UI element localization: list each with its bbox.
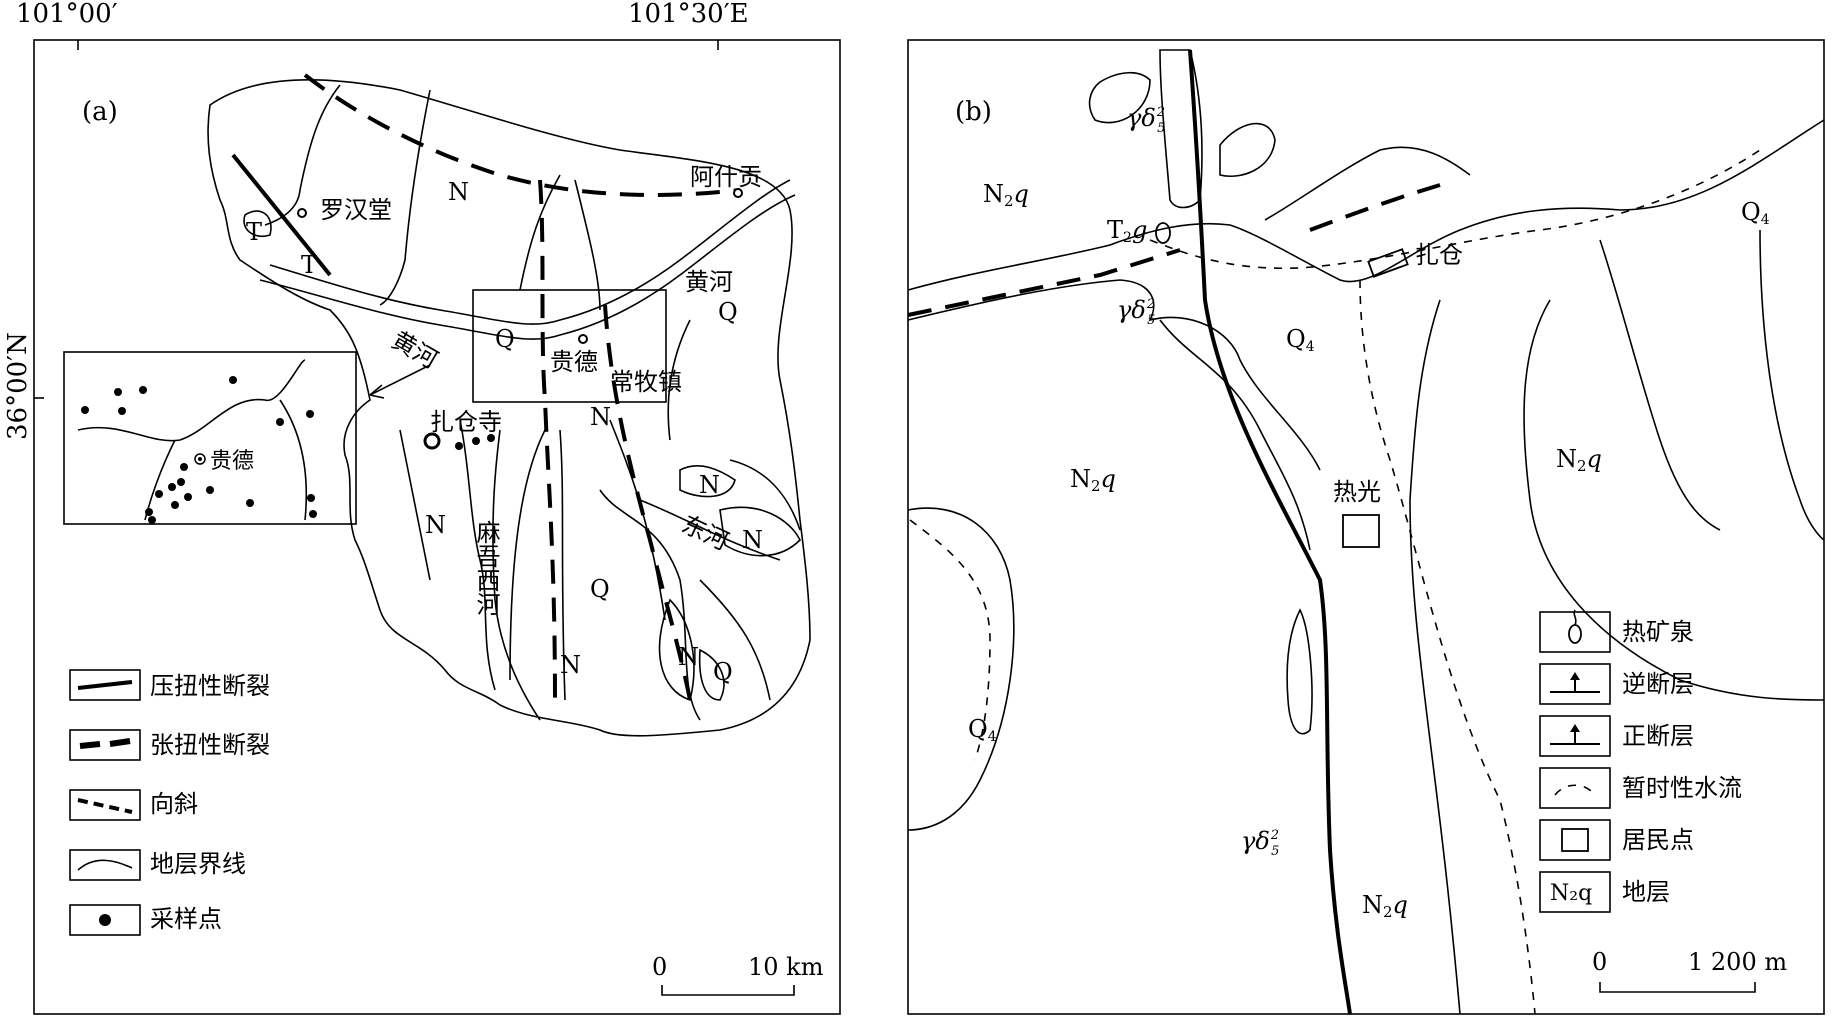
inset-map — [63, 351, 357, 525]
unit-n-5: N — [742, 526, 763, 554]
panel-a-label: (a) — [82, 97, 118, 127]
reverse-fault-east — [1309, 183, 1441, 232]
temp-stream-2 — [1359, 279, 1536, 1015]
temp-stream-1 — [1149, 149, 1761, 270]
hot-spring-marker — [1155, 222, 1171, 244]
panel-b-legend: 热矿泉 逆断层 正断层 暂时性水流 居民点 N₂q 地层 — [1539, 609, 1742, 913]
region-outline — [207, 78, 811, 737]
legend-b-hot-spring: 热矿泉 — [1622, 618, 1694, 646]
place-ashigong: 阿什贡 — [690, 163, 762, 191]
legend-b-reverse-fault: 逆断层 — [1622, 670, 1694, 698]
lon-label-left: 101°00′ — [16, 0, 118, 29]
unit-n-4: N — [699, 471, 720, 499]
unit-q-1: Q — [495, 325, 515, 353]
syncline-2 — [538, 179, 557, 701]
panel-b-frame — [907, 39, 1825, 1015]
settlement-reguang — [1342, 514, 1380, 548]
unit-n-2: N — [590, 403, 611, 431]
panel-a-scale: 0 10 km — [652, 953, 824, 996]
place-maxuxihe: 麻吾西河 — [472, 520, 500, 616]
svg-text:Q4: Q4 — [1741, 198, 1770, 228]
svg-text:Q4: Q4 — [968, 715, 997, 745]
unit-q-3: Q — [590, 575, 610, 603]
svg-text:1 200 m: 1 200 m — [1688, 948, 1787, 976]
place-huanghe-west: 黄河 — [387, 326, 443, 374]
settlement-zhacang — [1367, 248, 1409, 278]
place-guide: 贵德 — [550, 348, 598, 376]
study-area-box — [472, 289, 667, 403]
syncline-3 — [603, 304, 692, 701]
place-luohantang: 罗汉堂 — [320, 196, 392, 224]
panel-a-frame — [33, 39, 841, 1015]
svg-text:N2q: N2q — [1556, 445, 1602, 475]
unit-q-2: Q — [718, 298, 738, 326]
place-donghe: 东河 — [677, 510, 732, 556]
place-zhacang: 扎仓 — [1415, 241, 1463, 269]
unit-q-4: Q — [713, 658, 733, 686]
compressive-fault-1 — [231, 153, 332, 277]
unit-t-1: T — [246, 218, 262, 246]
unit-n-3: N — [425, 511, 446, 539]
syncline-1 — [303, 73, 741, 197]
ashigong-marker — [733, 188, 743, 198]
legend-b-temp-stream: 暂时性水流 — [1622, 774, 1742, 802]
panel-b-scale: 0 1 200 m — [1592, 948, 1787, 993]
legend-a-syncline: 向斜 — [150, 790, 198, 818]
legend-a-tensile: 张扭性断裂 — [150, 731, 270, 759]
zhacangsi-marker — [423, 432, 441, 450]
svg-text:0: 0 — [1592, 948, 1607, 976]
inset-sample-points — [81, 376, 317, 524]
svg-text:Q4: Q4 — [1286, 325, 1315, 355]
legend-a-compressive: 压扭性断裂 — [150, 672, 270, 700]
svg-text:T2g: T2g — [1107, 216, 1147, 246]
luohantang-marker — [297, 208, 307, 218]
svg-text:N2q: N2q — [1070, 465, 1116, 495]
guide-marker — [578, 334, 588, 344]
svg-text:10 km: 10 km — [748, 953, 824, 981]
legend-b-normal-fault: 正断层 — [1622, 722, 1694, 750]
legend-b-stratum-symbol: N₂q — [1550, 881, 1592, 906]
svg-text:N2q: N2q — [1362, 891, 1408, 921]
lat-label: 36°00′N — [3, 332, 33, 440]
reverse-fault-west — [907, 248, 1181, 317]
unit-n-6: N — [560, 651, 581, 679]
unit-n-1: N — [448, 178, 469, 206]
unit-n-7: N — [678, 643, 699, 671]
place-reguang: 热光 — [1333, 478, 1381, 506]
panel-b: (b) 扎仓 热光 N2q N2q N — [907, 39, 1825, 1015]
main-fault — [1188, 49, 1352, 1015]
legend-b-settlement: 居民点 — [1622, 826, 1694, 854]
temp-stream-3 — [909, 519, 991, 761]
inset-place-guide: 贵德 — [210, 449, 254, 474]
svg-text:N2q: N2q — [983, 180, 1029, 210]
place-changmuzhen: 常牧镇 — [610, 368, 682, 396]
panel-a-legend: 压扭性断裂 张扭性断裂 向斜 地层界线 采样点 — [69, 669, 270, 936]
lon-label-right: 101°30′E — [628, 0, 749, 29]
legend-a-sample: 采样点 — [150, 905, 222, 933]
panel-a: 101°00′ 101°30′E 36°00′N (a) — [3, 0, 841, 1015]
legend-a-boundary: 地层界线 — [150, 850, 246, 878]
panel-b-label: (b) — [955, 97, 992, 127]
place-zhacangsi: 扎仓寺 — [430, 408, 502, 436]
svg-text:0: 0 — [652, 953, 667, 981]
place-huanghe-east: 黄河 — [685, 268, 733, 296]
legend-b-stratum: 地层 — [1622, 878, 1670, 906]
unit-t-2: T — [301, 251, 317, 279]
